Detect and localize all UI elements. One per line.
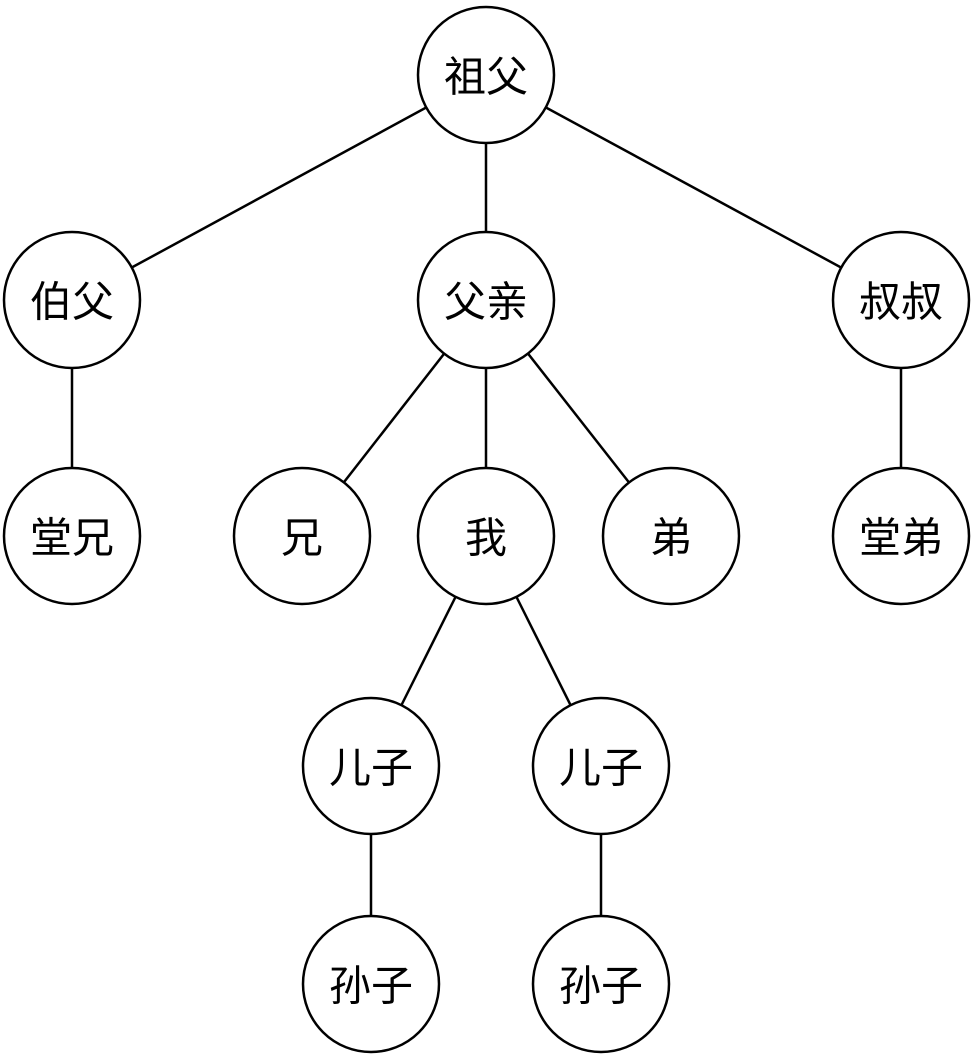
node-uncle-younger: 叔叔 (831, 230, 971, 370)
node-label-younger-brother: 弟 (650, 514, 692, 563)
node-younger-brother: 弟 (601, 466, 741, 606)
node-label-grandson-2: 孙子 (559, 962, 643, 1011)
node-label-elder-brother: 兄 (281, 514, 323, 563)
node-label-father: 父亲 (444, 278, 528, 327)
node-son-2: 儿子 (531, 696, 671, 836)
node-label-uncle-younger: 叔叔 (859, 278, 943, 327)
node-grandfather: 祖父 (416, 5, 556, 145)
node-circle-father (416, 230, 556, 370)
node-me: 我 (416, 466, 556, 606)
node-circle-younger-brother (601, 466, 741, 606)
node-uncle-elder: 伯父 (2, 230, 142, 370)
edge-grandfather-to-uncle-elder (71, 73, 487, 302)
node-circle-grandfather (416, 5, 556, 145)
node-son-1: 儿子 (301, 696, 441, 836)
node-circle-uncle-elder (2, 230, 142, 370)
node-grandson-1: 孙子 (301, 914, 441, 1054)
node-circle-cousin-younger (831, 466, 971, 606)
node-circle-grandson-1 (301, 914, 441, 1054)
node-circle-grandson-2 (531, 914, 671, 1054)
node-circle-cousin-elder (2, 466, 142, 606)
node-grandson-2: 孙子 (531, 914, 671, 1054)
node-cousin-elder: 堂兄 (2, 466, 142, 606)
node-label-son-2: 儿子 (559, 744, 643, 793)
node-label-cousin-younger: 堂弟 (859, 514, 943, 563)
node-circle-elder-brother (232, 466, 372, 606)
node-cousin-younger: 堂弟 (831, 466, 971, 606)
node-elder-brother: 兄 (232, 466, 372, 606)
node-label-me: 我 (465, 514, 507, 563)
node-father: 父亲 (416, 230, 556, 370)
node-circle-me (416, 466, 556, 606)
node-circle-son-2 (531, 696, 671, 836)
node-circle-son-1 (301, 696, 441, 836)
node-label-son-1: 儿子 (329, 744, 413, 793)
node-label-uncle-elder: 伯父 (30, 278, 114, 327)
edge-grandfather-to-uncle-younger (485, 73, 902, 302)
node-circle-uncle-younger (831, 230, 971, 370)
node-label-cousin-elder: 堂兄 (30, 514, 114, 563)
node-label-grandfather: 祖父 (444, 53, 528, 102)
node-label-grandson-1: 孙子 (329, 962, 413, 1011)
